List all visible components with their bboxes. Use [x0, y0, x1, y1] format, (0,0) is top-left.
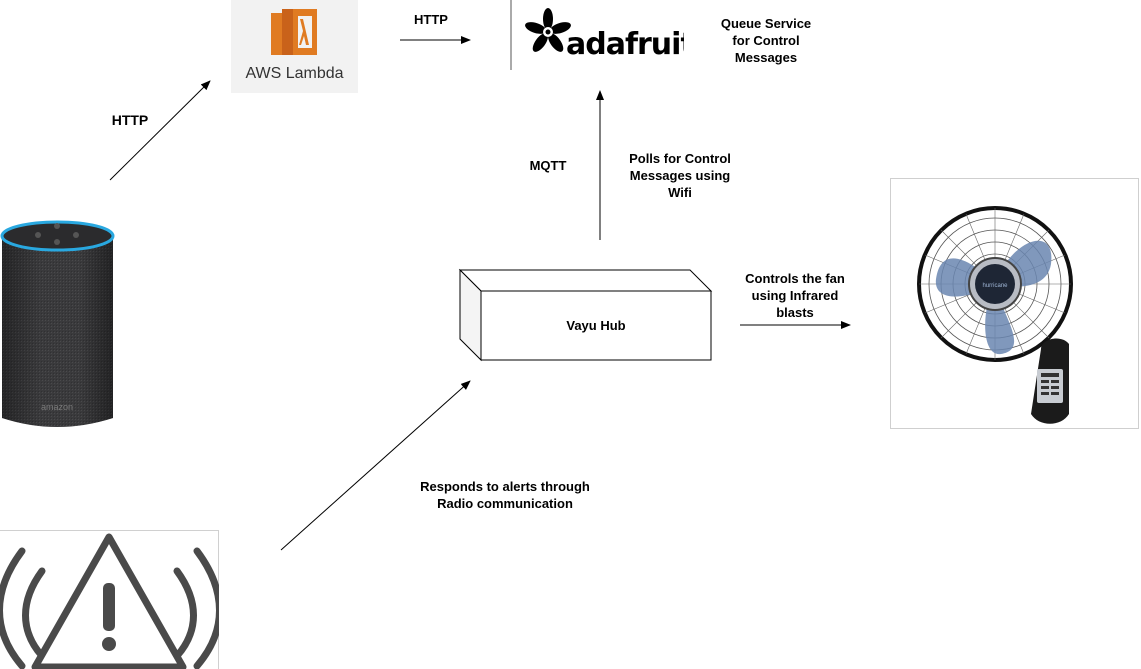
radio-warning-icon: [0, 533, 219, 669]
aws-lambda-card: AWS Lambda: [231, 0, 358, 93]
amazon-echo-icon: amazon: [0, 220, 115, 427]
vayu-hub-label: Vayu Hub: [566, 318, 626, 333]
aws-lambda-label: AWS Lambda: [245, 65, 344, 82]
edge-alert-to-hub: [280, 380, 471, 551]
edge-echo-to-lambda: [109, 80, 211, 181]
mqtt-label: MQTT: [529, 158, 567, 173]
http-label-echo-lambda: HTTP: [111, 112, 149, 128]
queue-service-label: Queue Service for Control Messages: [720, 16, 812, 65]
polls-label: Polls for Control Messages using Wifi: [629, 151, 731, 200]
alerts-label: Responds to alerts through Radio communi…: [420, 479, 590, 511]
aws-lambda-icon: [271, 9, 317, 55]
wall-fan-card: hurricane: [890, 178, 1139, 429]
adafruit-wordmark: adafruit: [566, 27, 684, 62]
http-label-lambda-adafruit: HTTP: [414, 12, 448, 27]
radio-warning-card: [0, 530, 219, 669]
vayu-hub-box: [458, 268, 713, 362]
adafruit-logo-icon: adafruit: [525, 8, 684, 62]
wall-fan-icon: hurricane: [917, 206, 1073, 424]
echo-brand-text: amazon: [41, 402, 73, 412]
controls-fan-label: Controls the fan using Infrared blasts: [745, 271, 845, 320]
fan-brand-text: hurricane: [982, 283, 1008, 289]
